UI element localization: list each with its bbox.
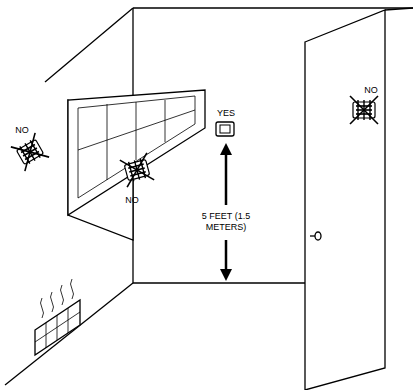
- location-label: YES: [217, 108, 235, 119]
- location-label: NO: [15, 125, 29, 136]
- dimension-label: 5 FEET (1.5 METERS): [185, 210, 267, 234]
- location-label: NO: [125, 195, 139, 206]
- location-label: NO: [364, 85, 378, 96]
